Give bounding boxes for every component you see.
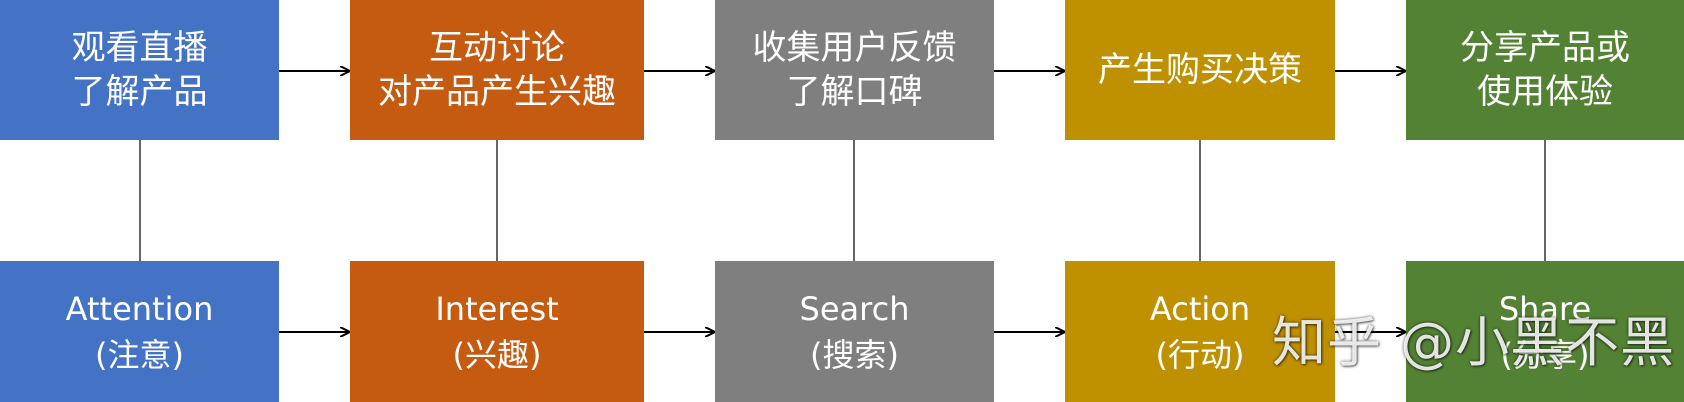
stage-attention-description-box: 观看直播 了解产品: [0, 0, 279, 140]
stage-share-description-line-1: 分享产品或: [1460, 28, 1630, 68]
stage-attention-description-line-2: 了解产品: [71, 72, 208, 112]
stage-interest-description-line-2: 对产品产生兴趣: [378, 72, 616, 112]
stage-search-description-line-2: 了解口碑: [786, 72, 923, 112]
stage-action-name-box: Action (行动): [1065, 261, 1335, 402]
stage-share-description-box: 分享产品或 使用体验: [1406, 0, 1684, 140]
stage-share-name-chinese: (分享): [1500, 335, 1590, 374]
stage-interest-description-line-1: 互动讨论: [429, 28, 565, 68]
stage-attention-name-chinese: (注意): [95, 335, 184, 374]
stage-attention-name-box: Attention (注意): [0, 261, 279, 402]
stage-search-name-chinese: (搜索): [810, 335, 899, 374]
stage-interest-description-box: 互动讨论 对产品产生兴趣: [350, 0, 644, 140]
stage-search-name-english: Search: [799, 289, 910, 328]
stage-action-name-english: Action: [1149, 289, 1251, 328]
stage-share-name-box: Share (分享): [1406, 261, 1684, 402]
stage-attention-description-line-1: 观看直播: [71, 28, 208, 68]
stage-interest-name-english: Interest: [435, 289, 559, 328]
watermark: 知乎 @小黑不黑: [1272, 311, 1676, 374]
stage-share-description-line-2: 使用体验: [1477, 72, 1613, 112]
stage-interest-name-box: Interest (兴趣): [350, 261, 644, 402]
stage-search-description-line-1: 收集用户反馈: [752, 28, 957, 68]
stage-interest-name-chinese: (兴趣): [452, 335, 542, 374]
stage-share-name-english: Share: [1498, 289, 1592, 328]
stage-search-description-box: 收集用户反馈 了解口碑: [715, 0, 994, 140]
stage-action-description-line-1: 产生购买决策: [1098, 50, 1302, 90]
stage-attention-name-english: Attention: [65, 289, 214, 328]
stage-action-name-chinese: (行动): [1155, 335, 1245, 374]
stage-search-name-box: Search (搜索): [715, 261, 994, 402]
stage-action-description-box: 产生购买决策: [1065, 0, 1335, 140]
